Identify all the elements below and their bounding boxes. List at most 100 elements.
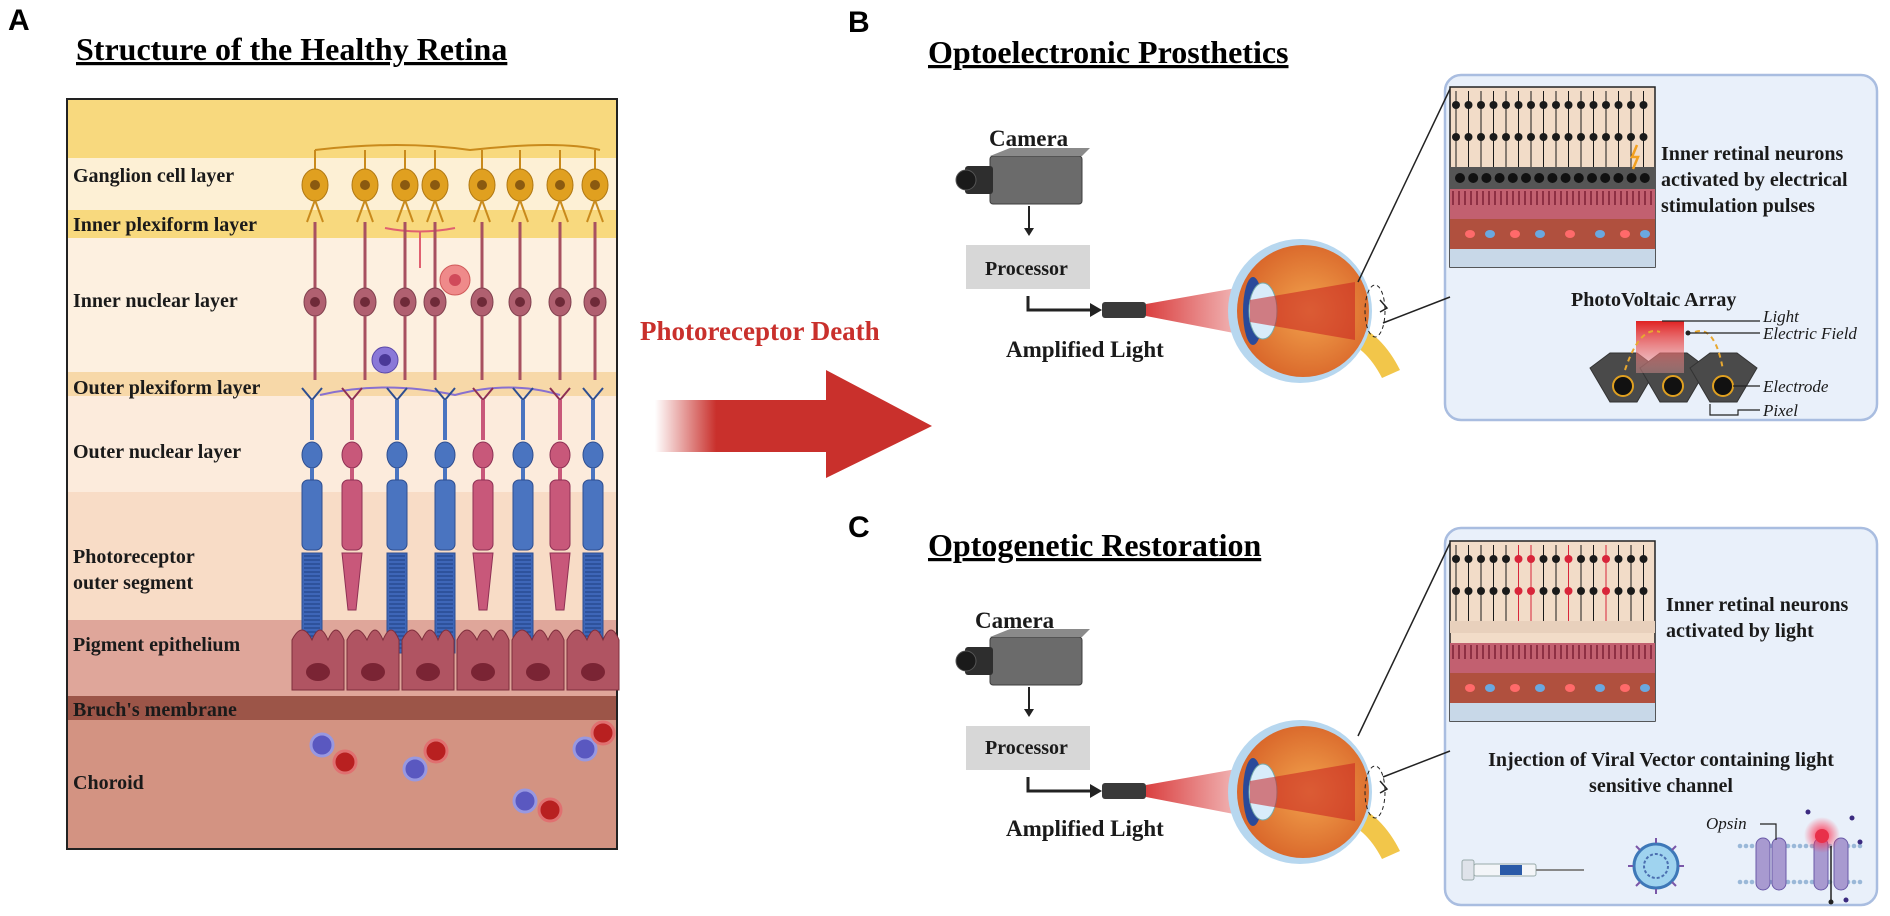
panel-b-title: Optoelectronic Prosthetics [928, 34, 1289, 70]
callout-line [1382, 296, 1451, 324]
photoreceptor-synapse [386, 387, 408, 401]
cone-outer-segment [341, 552, 363, 611]
inset-neuron [1489, 555, 1498, 563]
eye-beam [1250, 763, 1355, 821]
inset-neuron [1514, 101, 1523, 109]
implant-electrode [1507, 173, 1518, 183]
bipolar-nucleus [430, 297, 440, 307]
layer-outer-plexiform: Outer plexiform layer [73, 377, 260, 399]
inset-neuron [1539, 133, 1548, 141]
ganglion-axons [314, 144, 601, 152]
inset-blood-cell [1465, 684, 1475, 692]
photoreceptor-inner-segment [472, 479, 494, 551]
ganglion-nucleus [590, 180, 600, 190]
rpe-cell [511, 629, 565, 691]
layer-outer-segment: outer segment [73, 572, 193, 594]
inset-blood-cell [1620, 230, 1630, 238]
inset-b-text-1: Inner retinal neurons [1661, 143, 1843, 165]
red-blood-cell [332, 749, 358, 775]
inset-neuron [1464, 587, 1473, 595]
inset-neuron [1477, 555, 1485, 563]
magnify-bracket [1379, 780, 1389, 794]
membrane-lipid [1749, 879, 1755, 885]
inset-neuron [1602, 133, 1610, 141]
bipolar-nucleus [590, 297, 600, 307]
photoreceptor-cell-body [549, 441, 571, 469]
injection-text-1: Injection of Viral Vector containing lig… [1488, 749, 1834, 771]
ganglion-dendrite [306, 199, 324, 223]
blue-blood-cell [402, 756, 428, 782]
panel-a-letter: A [8, 4, 30, 37]
inset-neuron [1502, 133, 1510, 141]
inset-neuron [1564, 587, 1573, 595]
photoreceptor-death-label: Photoreceptor Death [640, 316, 880, 346]
inset-neuron [1477, 101, 1485, 109]
pv-label-electric-field: Electric Field [1762, 324, 1857, 343]
processor-label-c: Processor [985, 737, 1068, 759]
photoreceptor-inner-segment [582, 479, 604, 551]
rpe-cell [346, 629, 400, 691]
inset-neuron [1577, 101, 1585, 109]
bipolar-nucleus [555, 297, 565, 307]
camera-body [989, 155, 1083, 205]
photoreceptor-synapse [301, 387, 323, 401]
inset-neuron [1527, 587, 1535, 595]
membrane-lipid [1791, 879, 1797, 885]
connector-arrowhead [1024, 709, 1034, 717]
layer-photoreceptor: Photoreceptor [73, 546, 195, 568]
processor-box [966, 726, 1090, 770]
implant-electrode [1455, 173, 1465, 183]
photoreceptor-cell-body [341, 441, 363, 469]
rpe-nucleus [361, 663, 385, 681]
ganglion-dendrite [396, 199, 414, 223]
membrane-lipid [1743, 843, 1749, 849]
inset-neuron [1564, 133, 1573, 141]
membrane-lipid [1803, 879, 1809, 885]
membrane-lipid [1857, 879, 1863, 885]
membrane-lipid [1797, 879, 1803, 885]
membrane-lipid [1785, 843, 1791, 849]
processor-arrow [1026, 777, 1090, 793]
inset-b [1357, 73, 1879, 422]
ganglion-dendrite [511, 199, 529, 223]
inset-neuron [1502, 555, 1510, 563]
inset-neuron [1577, 587, 1585, 595]
inset-neuron [1564, 101, 1573, 109]
processor-arrowhead [1090, 303, 1102, 317]
panel-a-title: Structure of the Healthy Retina [76, 31, 507, 67]
opsin-label: Opsin [1706, 814, 1747, 833]
ganglion-nucleus [430, 180, 440, 190]
inset-neuron [1552, 133, 1560, 141]
implant-electrode [1494, 173, 1505, 183]
inset-neuron [1627, 555, 1635, 563]
inset-neuron [1527, 555, 1535, 563]
retina-section [66, 98, 620, 850]
pv-array-title: PhotoVoltaic Array [1571, 289, 1736, 311]
camera-label-c: Camera [975, 608, 1055, 633]
photoreceptor-synapse [582, 387, 604, 401]
photovoltaic-array [1589, 320, 1760, 416]
callout-line [1357, 88, 1451, 283]
inset-blood-cell [1565, 684, 1575, 692]
amacrine-nucleus [449, 274, 461, 286]
photoreceptor-synapse [341, 387, 363, 401]
callout-line [1357, 542, 1451, 737]
amplified-light-label-b: Amplified Light [1006, 337, 1164, 362]
inset-neuron [1589, 587, 1598, 595]
layer-outer-nuclear: Outer nuclear layer [73, 441, 241, 463]
pipeline-c [955, 629, 1400, 864]
ganglion-dendrite [551, 199, 569, 223]
inset-neuron [1627, 101, 1635, 109]
rpe-nucleus [416, 663, 440, 681]
photoreceptor-synapse [549, 387, 571, 401]
camera-label-b: Camera [989, 126, 1069, 151]
inset-blood-cell [1640, 684, 1650, 692]
implant-electrode [1600, 173, 1611, 183]
photoreceptor-cell-body [512, 441, 534, 469]
inset-blood-cell [1595, 684, 1605, 692]
inset-blood-cell [1640, 230, 1650, 238]
inset-neuron [1464, 555, 1473, 563]
panel-b-letter: B [848, 6, 870, 39]
opsin-channel-icon [1737, 809, 1863, 905]
